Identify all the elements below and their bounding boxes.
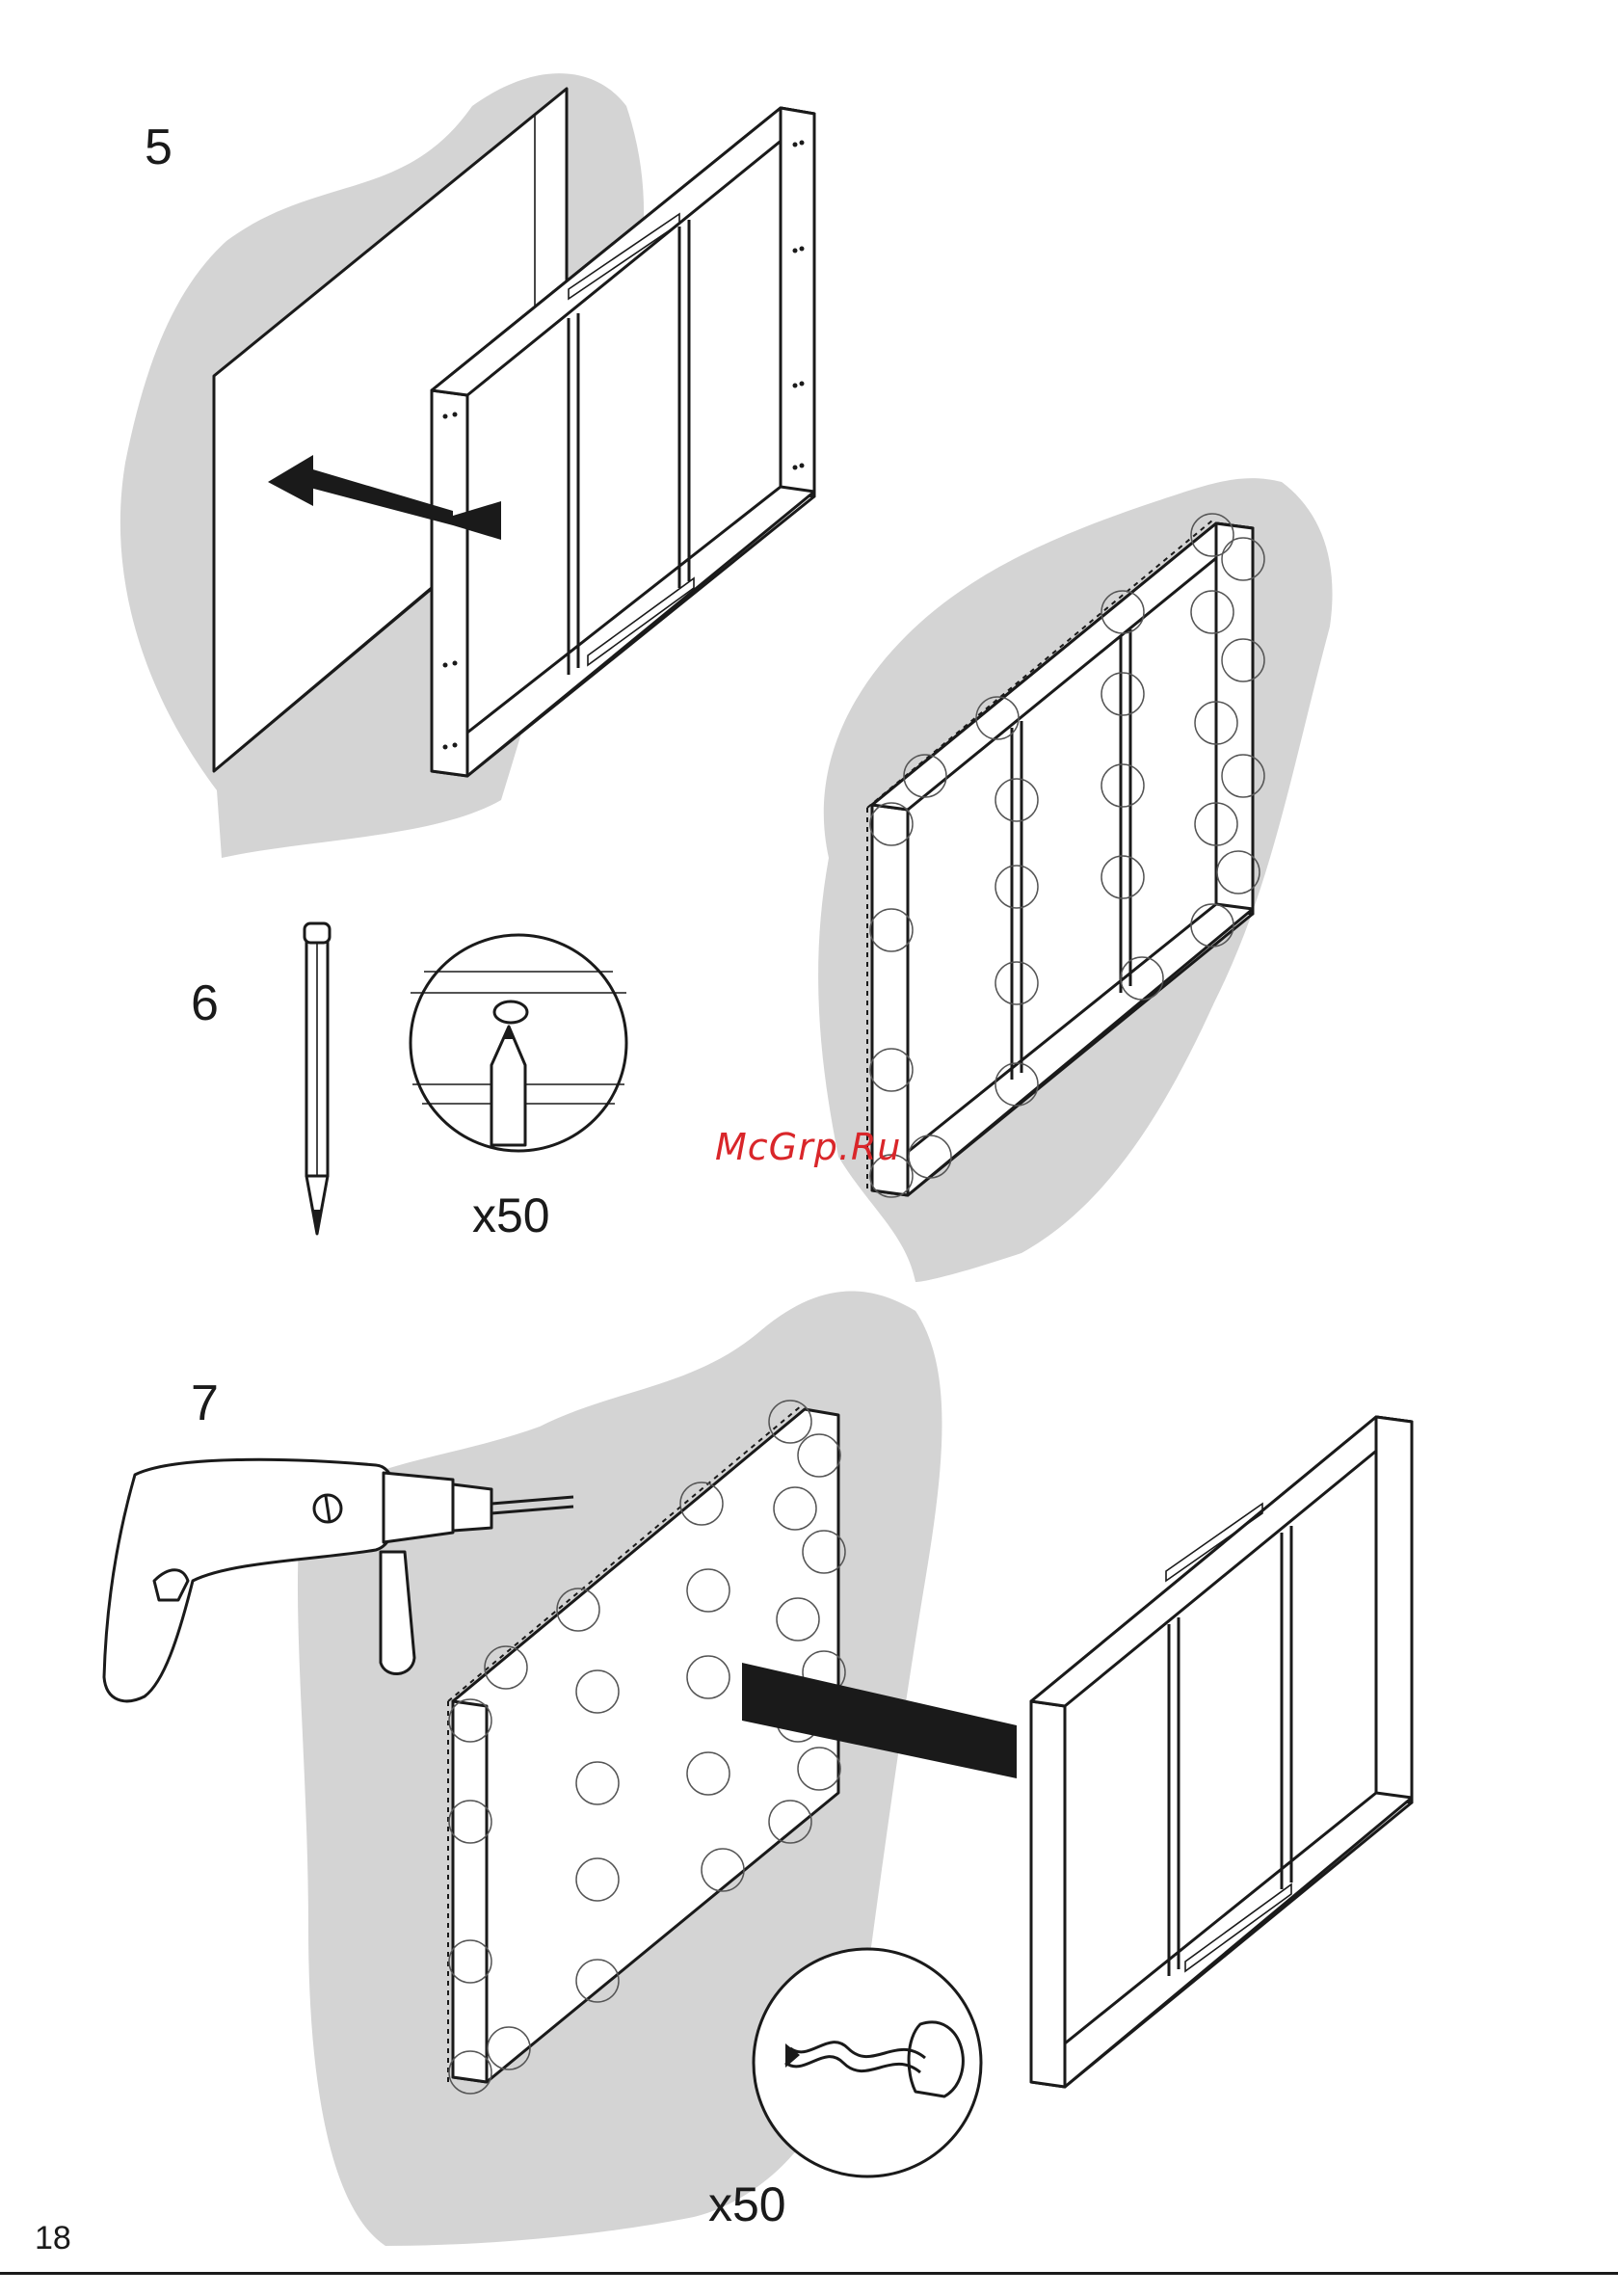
- page-number: 18: [35, 2222, 71, 2255]
- step-number-7: 7: [191, 1378, 219, 1428]
- step-7-illustration: [104, 1292, 1412, 2246]
- bottom-rule: [0, 2272, 1618, 2275]
- step-number-6: 6: [191, 978, 219, 1028]
- pencil-icon: [305, 923, 330, 1234]
- panel-frame: [1031, 1417, 1412, 2087]
- step-6-quantity: x50: [472, 1191, 550, 1240]
- watermark-text: McGrp.Ru: [715, 1126, 901, 1168]
- step-7-quantity: x50: [708, 2180, 786, 2229]
- drill-bit-icon: [754, 1949, 981, 2176]
- step-5-illustration: [120, 73, 814, 858]
- step-number-5: 5: [145, 122, 172, 173]
- magnifier-circle-icon: [411, 935, 626, 1151]
